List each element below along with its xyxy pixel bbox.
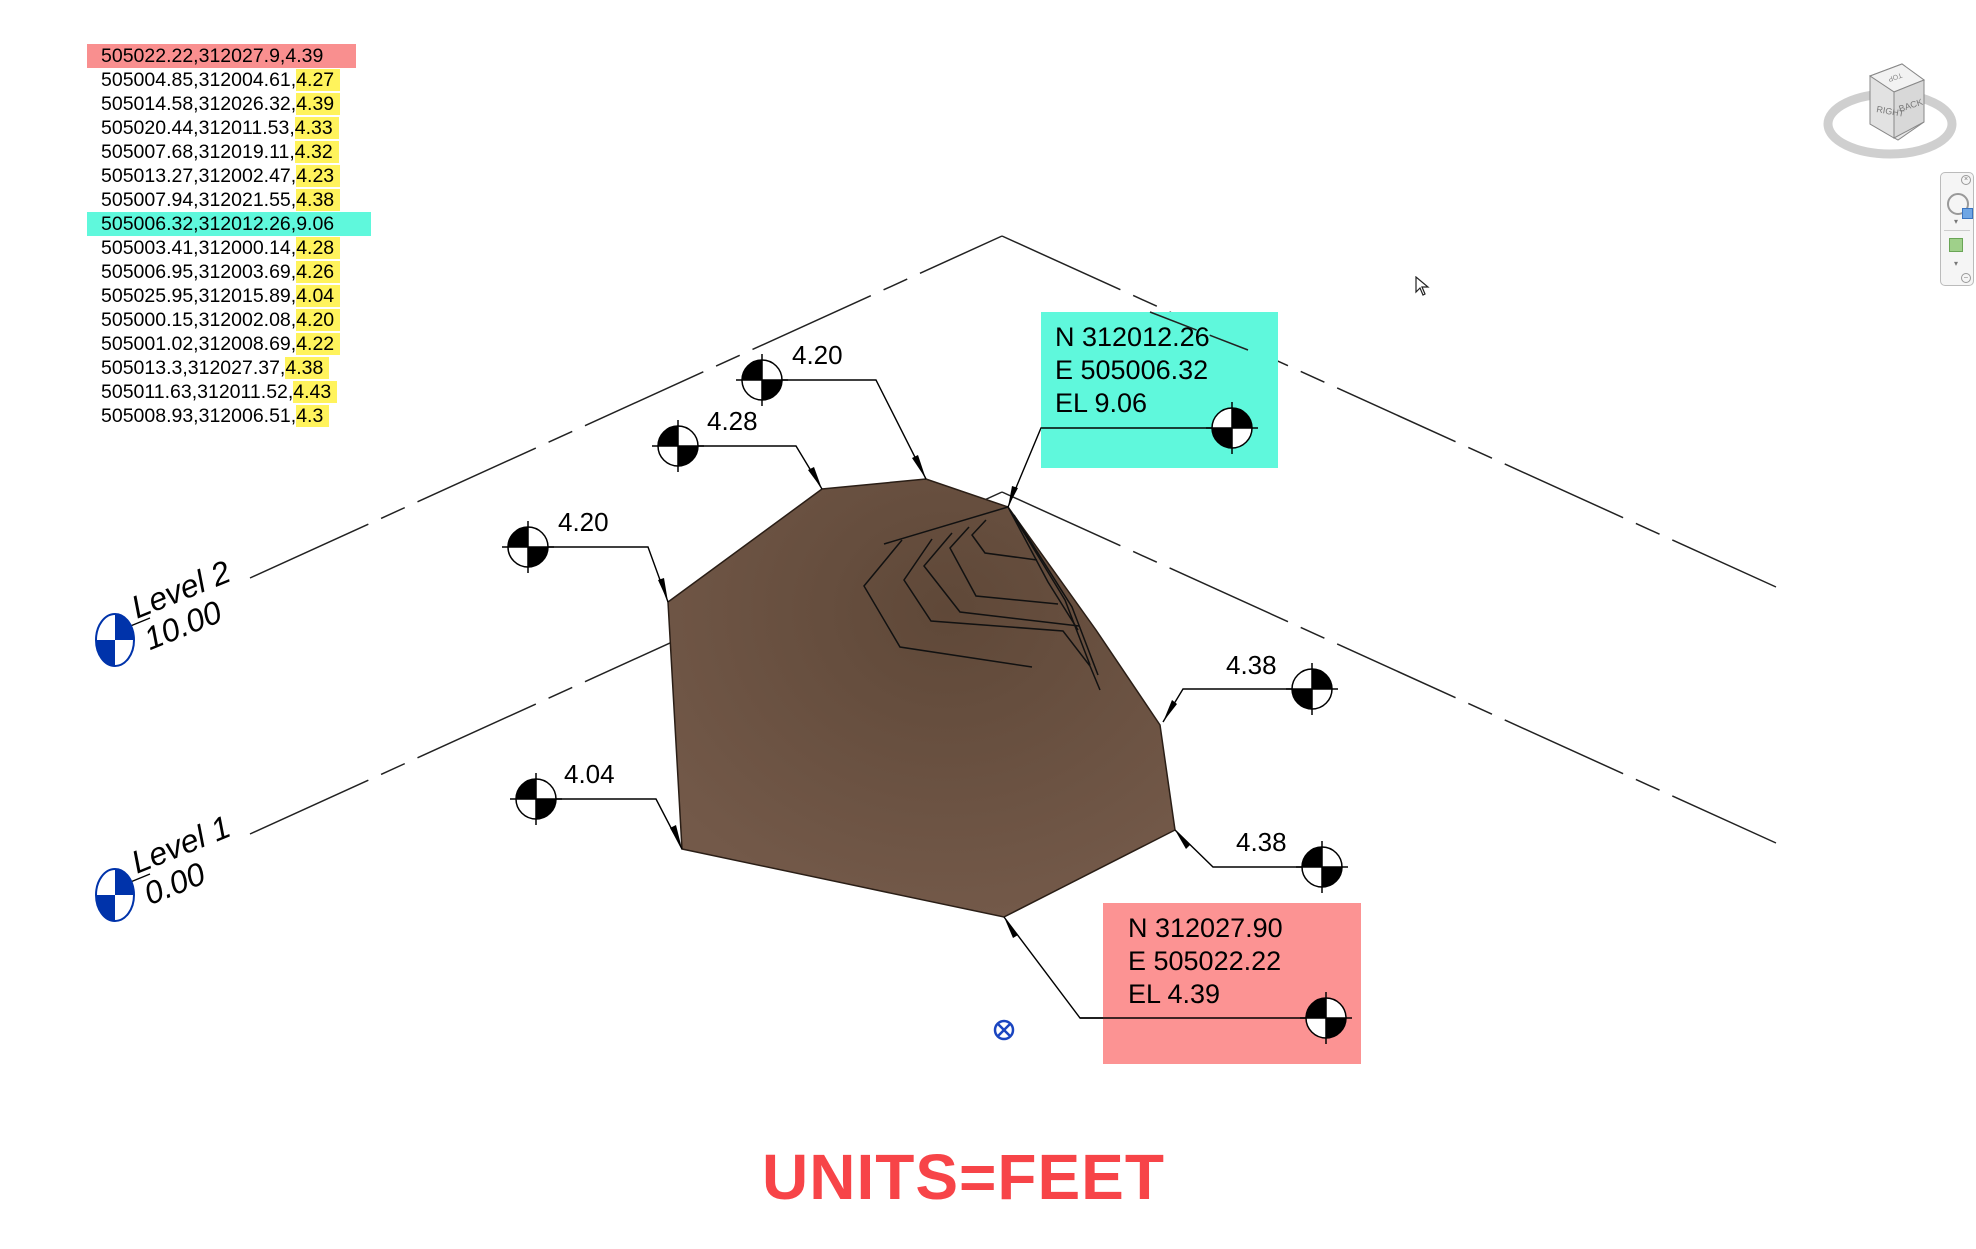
spot-elevation-right-lower[interactable]: 4.38 xyxy=(1236,827,1287,857)
steering-wheel-icon[interactable] xyxy=(1947,193,1973,219)
survey-point-list: 505022.22,312027.9,4.39 505004.85,312004… xyxy=(87,44,371,428)
point-row: 505004.85,312004.61,4.27 xyxy=(87,68,371,92)
mouse-cursor-icon xyxy=(1415,276,1430,296)
spot-symbol-right-upper xyxy=(1285,662,1339,716)
svg-text:TOP: TOP xyxy=(1887,71,1903,83)
spot-symbol-left xyxy=(501,520,555,574)
spot-elevation-top-left[interactable]: 4.28 xyxy=(707,406,758,436)
navbar-minimize-icon[interactable]: – xyxy=(1961,273,1971,283)
point-row: 505020.44,312011.53,4.33 xyxy=(87,116,371,140)
point-row: 505001.02,312008.69,4.22 xyxy=(87,332,371,356)
level-2-plane xyxy=(249,235,1777,588)
point-row: 505006.32,312012.26,9.06 xyxy=(87,212,371,236)
corner-point-elevation: EL 4.39 xyxy=(1128,979,1221,1009)
corner-point-east: E 505022.22 xyxy=(1128,946,1282,976)
point-row: 505003.41,312000.14,4.28 xyxy=(87,236,371,260)
point-row: 505013.27,312002.47,4.23 xyxy=(87,164,371,188)
point-row: 505006.95,312003.69,4.26 xyxy=(87,260,371,284)
spot-symbol-bottom-left xyxy=(509,772,563,826)
point-row: 505022.22,312027.9,4.39 xyxy=(87,44,356,68)
high-point-callout[interactable]: N 312012.26 E 505006.32 EL 9.06 xyxy=(1041,312,1278,468)
point-row: 505008.93,312006.51,4.3 xyxy=(87,404,371,428)
point-row: 505000.15,312002.08,4.20 xyxy=(87,308,371,332)
spot-symbol-top xyxy=(735,353,789,407)
point-row: 505011.63,312011.52,4.43 xyxy=(87,380,371,404)
navbar-close-icon[interactable]: × xyxy=(1961,175,1971,185)
toposurface xyxy=(667,478,1176,918)
point-row: 505025.95,312015.89,4.04 xyxy=(87,284,371,308)
point-row: 505014.58,312026.32,4.39 xyxy=(87,92,371,116)
zoom-dropdown-icon[interactable]: ▾ xyxy=(1954,259,1959,268)
viewcube[interactable]: RIGHT BACK TOP xyxy=(1818,52,1968,162)
contour-lines xyxy=(863,506,1101,691)
wheel-dropdown-icon[interactable]: ▾ xyxy=(1954,217,1959,226)
spot-symbol-right-lower xyxy=(1295,840,1349,894)
high-point-east: E 505006.32 xyxy=(1055,355,1209,385)
corner-point-callout[interactable]: N 312027.90 E 505022.22 EL 4.39 xyxy=(1103,903,1361,1064)
spot-elevation-right-upper[interactable]: 4.38 xyxy=(1226,650,1277,680)
navbar-divider xyxy=(1944,230,1970,231)
spot-elevation-bottom-left[interactable]: 4.04 xyxy=(564,759,615,789)
project-base-point-icon[interactable] xyxy=(993,1019,1015,1041)
viewcube-back-face xyxy=(1893,79,1925,139)
spot-elevation-top[interactable]: 4.20 xyxy=(792,340,843,370)
svg-text:RIGHT: RIGHT xyxy=(1876,104,1906,119)
leader-arrowheads xyxy=(658,455,1190,938)
point-row: 505007.68,312019.11,4.32 xyxy=(87,140,371,164)
high-point-elevation: EL 9.06 xyxy=(1055,388,1148,418)
spot-symbol-top-left xyxy=(651,419,705,473)
zoom-region-icon[interactable] xyxy=(1949,238,1963,252)
level-1-plane xyxy=(249,491,1777,844)
navigation-bar[interactable]: × ▾ ▾ – xyxy=(1940,172,1974,286)
units-note: UNITS=FEET xyxy=(762,1141,1165,1213)
spot-elevation-left[interactable]: 4.20 xyxy=(558,507,609,537)
high-point-north: N 312012.26 xyxy=(1055,322,1210,352)
point-row: 505013.3,312027.37,4.38 xyxy=(87,356,371,380)
point-row: 505007.94,312021.55,4.38 xyxy=(87,188,371,212)
corner-point-north: N 312027.90 xyxy=(1128,913,1283,943)
